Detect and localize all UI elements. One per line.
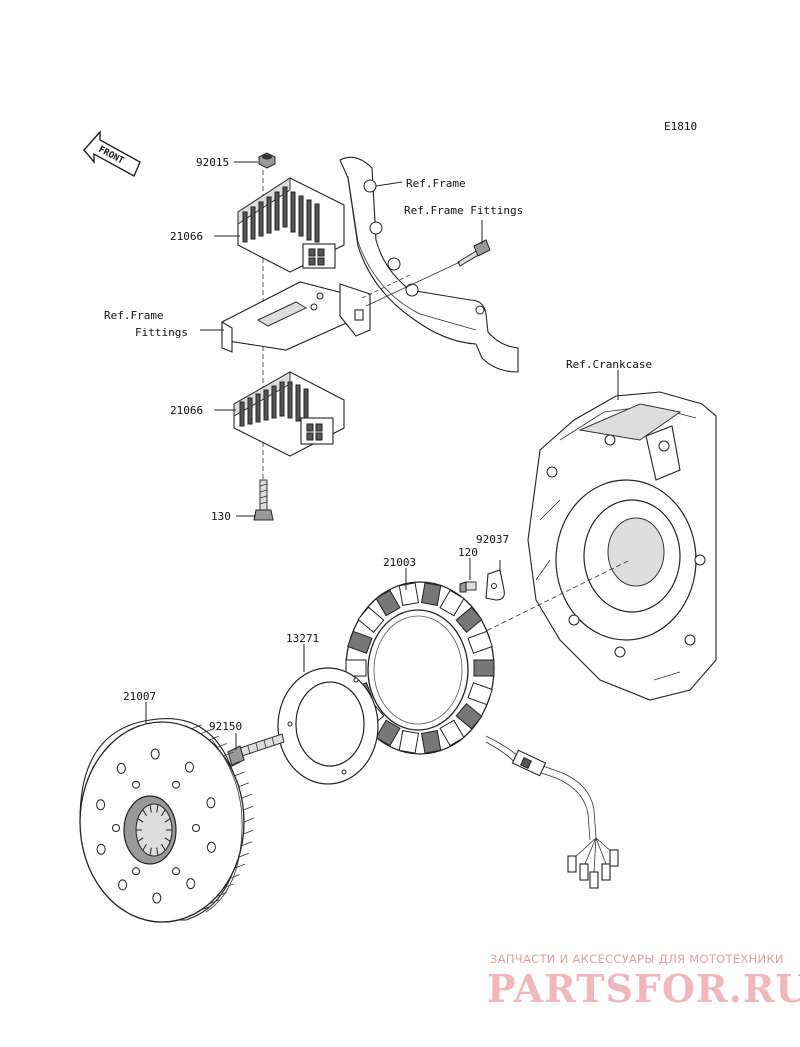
gasket-13271: [277, 667, 379, 785]
label-21066-bottom: 21066: [170, 404, 203, 417]
leader-ref-frame: [375, 181, 403, 187]
label-ref-frame-fittings-left-2: Fittings: [135, 326, 188, 339]
label-ref-frame-fittings-right: Ref.Frame Fittings: [404, 204, 523, 217]
label-21003: 21003: [383, 556, 416, 569]
diagram-code: E1810: [664, 120, 697, 133]
label-92037: 92037: [476, 533, 509, 546]
bolt-120: [459, 581, 477, 593]
label-ref-crankcase: Ref.Crankcase: [566, 358, 652, 371]
watermark-logo: PARTSFOR.RU: [487, 966, 800, 1011]
rotor-21007: [79, 718, 255, 923]
label-120: 120: [458, 546, 478, 559]
label-92015: 92015: [196, 156, 229, 169]
regulator-upper: [237, 177, 345, 273]
mounting-bracket: [221, 281, 371, 353]
front-arrow-icon: FRONT: [83, 130, 141, 177]
label-130: 130: [211, 510, 231, 523]
nut-92015: [258, 152, 276, 169]
label-ref-frame: Ref.Frame: [406, 177, 466, 190]
regulator-lower: [233, 371, 345, 457]
watermark-tagline: ЗАПЧАСТИ И АКСЕССУАРЫ ДЛЯ МОТОТЕХНИКИ: [490, 952, 784, 966]
bolt-130: [253, 479, 274, 521]
frame-section: [339, 156, 519, 373]
label-ref-frame-fittings-left-1: Ref.Frame: [104, 309, 164, 322]
clamp-92037: [485, 569, 505, 601]
label-21066-top: 21066: [170, 230, 203, 243]
stator-wire-harness: [485, 735, 619, 889]
label-21007: 21007: [123, 690, 156, 703]
label-92150: 92150: [209, 720, 242, 733]
label-13271: 13271: [286, 632, 319, 645]
frame-fittings-bolt: [457, 239, 491, 267]
crankcase: [527, 391, 717, 701]
